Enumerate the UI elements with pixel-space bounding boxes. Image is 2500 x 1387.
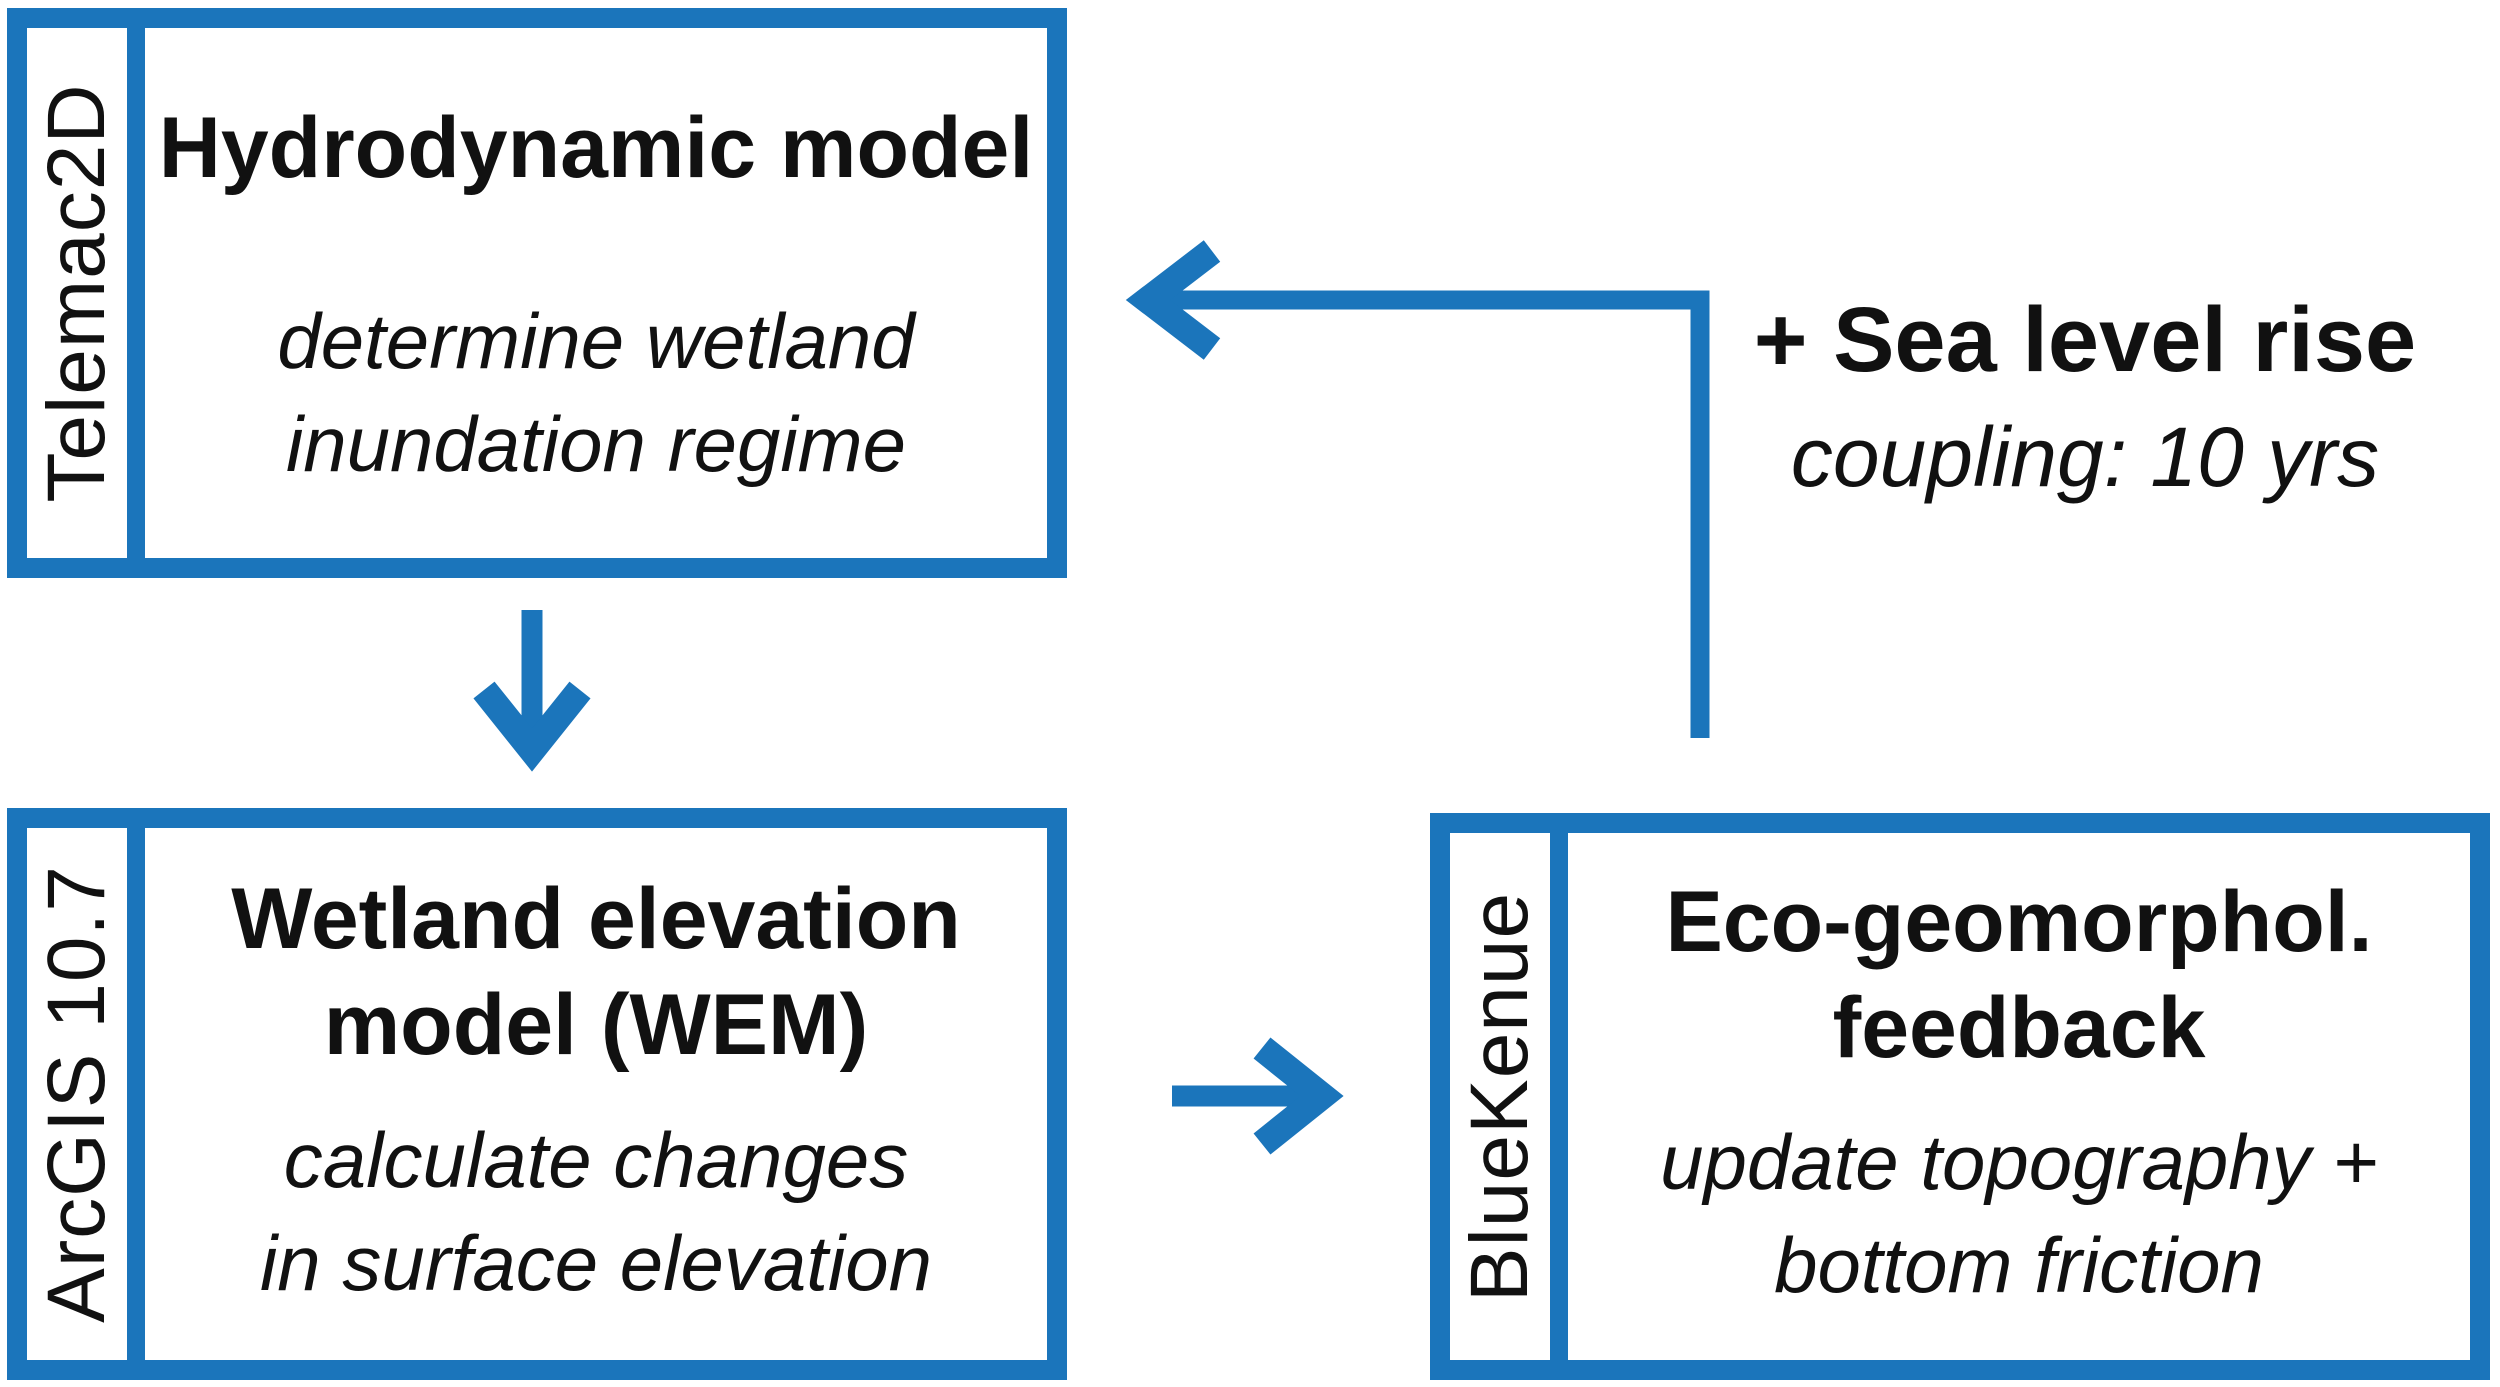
title-line: Wetland elevation xyxy=(231,871,961,968)
telemac2d-label: Telemac2D xyxy=(31,83,122,503)
wetland-elevation-model-box: ArcGIS 10.7 Wetland elevation model (WEM… xyxy=(7,808,1067,1380)
arcgis-tool-strip: ArcGIS 10.7 xyxy=(27,828,127,1360)
coupling-interval-text: coupling: 10 yrs xyxy=(1790,409,2380,504)
down-arrow xyxy=(473,610,591,772)
wetland-elevation-model-title: Wetland elevation model (WEM) xyxy=(231,867,961,1079)
title-line: model (WEM) xyxy=(323,977,869,1074)
description-line: inundation regime xyxy=(285,399,907,488)
description-line: determine wetland xyxy=(277,296,915,385)
down-arrow-head xyxy=(473,681,591,772)
hydrodynamic-model-content: Hydrodynamic model determine wetland inu… xyxy=(145,28,1047,558)
description-line: in surface elevation xyxy=(259,1218,933,1307)
description-line: bottom friction xyxy=(1774,1221,2264,1310)
hydrodynamic-model-box: Telemac2D Hydrodynamic model determine w… xyxy=(7,8,1067,578)
feedback-loop-arrow xyxy=(1125,240,1710,738)
hydrodynamic-model-description: determine wetland inundation regime xyxy=(277,290,914,496)
feedback-loop-arrow-head xyxy=(1125,240,1221,360)
arcgis-label: ArcGIS 10.7 xyxy=(31,865,122,1323)
hydrodynamic-model-title: Hydrodynamic model xyxy=(158,100,1034,196)
bluekenue-tool-strip: BlueKenue xyxy=(1450,833,1550,1360)
title-line: feedback xyxy=(1832,979,2206,1076)
telemac2d-tool-strip: Telemac2D xyxy=(27,28,127,558)
tool-strip-divider xyxy=(127,28,145,558)
eco-geomorphological-feedback-content: Eco-geomorphol. feedback update topograp… xyxy=(1568,833,2470,1360)
description-line: update topography + xyxy=(1660,1118,2378,1207)
eco-geomorphological-feedback-description: update topography + bottom friction xyxy=(1660,1111,2378,1317)
title-line: Eco-geomorphol. xyxy=(1665,873,2373,970)
eco-geomorphological-feedback-box: BlueKenue Eco-geomorphol. feedback updat… xyxy=(1430,813,2490,1380)
eco-geomorphological-feedback-title: Eco-geomorphol. feedback xyxy=(1665,870,2372,1082)
tool-strip-divider xyxy=(1550,833,1568,1360)
sea-level-rise-text: + Sea level rise xyxy=(1753,289,2417,391)
tool-strip-divider xyxy=(127,828,145,1360)
wetland-elevation-model-content: Wetland elevation model (WEM) calculate … xyxy=(145,828,1047,1360)
wetland-elevation-model-description: calculate changes in surface elevation xyxy=(260,1109,932,1315)
sea-level-rise-note: + Sea level rise coupling: 10 yrs xyxy=(1740,292,2430,501)
right-arrow xyxy=(1172,1037,1344,1155)
description-line: calculate changes xyxy=(283,1115,909,1204)
bluekenue-label: BlueKenue xyxy=(1454,891,1545,1302)
right-arrow-head xyxy=(1253,1037,1344,1155)
